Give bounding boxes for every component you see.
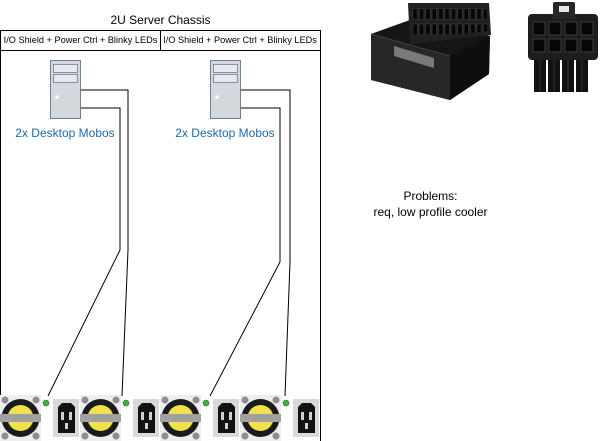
fan-icon (240, 395, 281, 441)
section-header-left: I/O Shield + Power Ctrl + Blinky LEDs (0, 30, 161, 51)
green-status-led-icon (202, 399, 210, 407)
tower-pc-icon (50, 60, 81, 119)
node-label: 2x Desktop Mobos (175, 126, 275, 140)
power-supply (160, 395, 239, 441)
note-body: req, low profile cooler (373, 205, 488, 219)
power-supply-row (0, 395, 319, 441)
iec-power-inlet-icon (133, 399, 159, 437)
note-heading: Problems: (403, 189, 458, 203)
8-pin-power-connector-icon (528, 2, 598, 92)
fan-icon (0, 395, 41, 441)
iec-power-inlet-icon (293, 399, 319, 437)
pin-hole (532, 38, 546, 53)
chassis-title: 2U Server Chassis (110, 13, 211, 27)
atx-24-pin-right-angle-adapter-icon (370, 3, 491, 100)
section-header-label: I/O Shield + Power Ctrl + Blinky LEDs (3, 35, 158, 45)
pin-hole (548, 21, 562, 36)
node-label: 2x Desktop Mobos (15, 126, 115, 140)
latch-window (394, 46, 434, 68)
tower-pc-icon (210, 60, 241, 119)
iec-power-inlet-icon (53, 399, 79, 437)
section-header-right: I/O Shield + Power Ctrl + Blinky LEDs (160, 30, 321, 51)
pin-hole (564, 38, 578, 53)
power-supply (240, 395, 319, 441)
power-supply (0, 395, 79, 441)
pin-hole (548, 38, 562, 53)
pin-hole (564, 21, 578, 36)
green-status-led-icon (42, 399, 50, 407)
latch-label (559, 6, 569, 12)
section-header-label: I/O Shield + Power Ctrl + Blinky LEDs (163, 35, 317, 45)
pin-hole (580, 21, 594, 36)
connector-body (528, 14, 598, 60)
pin-hole (532, 21, 546, 36)
green-status-led-icon (122, 399, 130, 407)
iec-power-inlet-icon (213, 399, 239, 437)
power-supply (80, 395, 159, 441)
fan-icon (160, 395, 201, 441)
pin-hole-grid (412, 7, 488, 39)
green-status-led-icon (282, 399, 290, 407)
fan-icon (80, 395, 121, 441)
problems-note: Problems: req, low profile cooler (340, 188, 521, 220)
chassis-container (0, 30, 321, 441)
connector-side-face (450, 36, 490, 100)
pin-hole (580, 38, 594, 53)
edge-highlight (370, 33, 451, 57)
